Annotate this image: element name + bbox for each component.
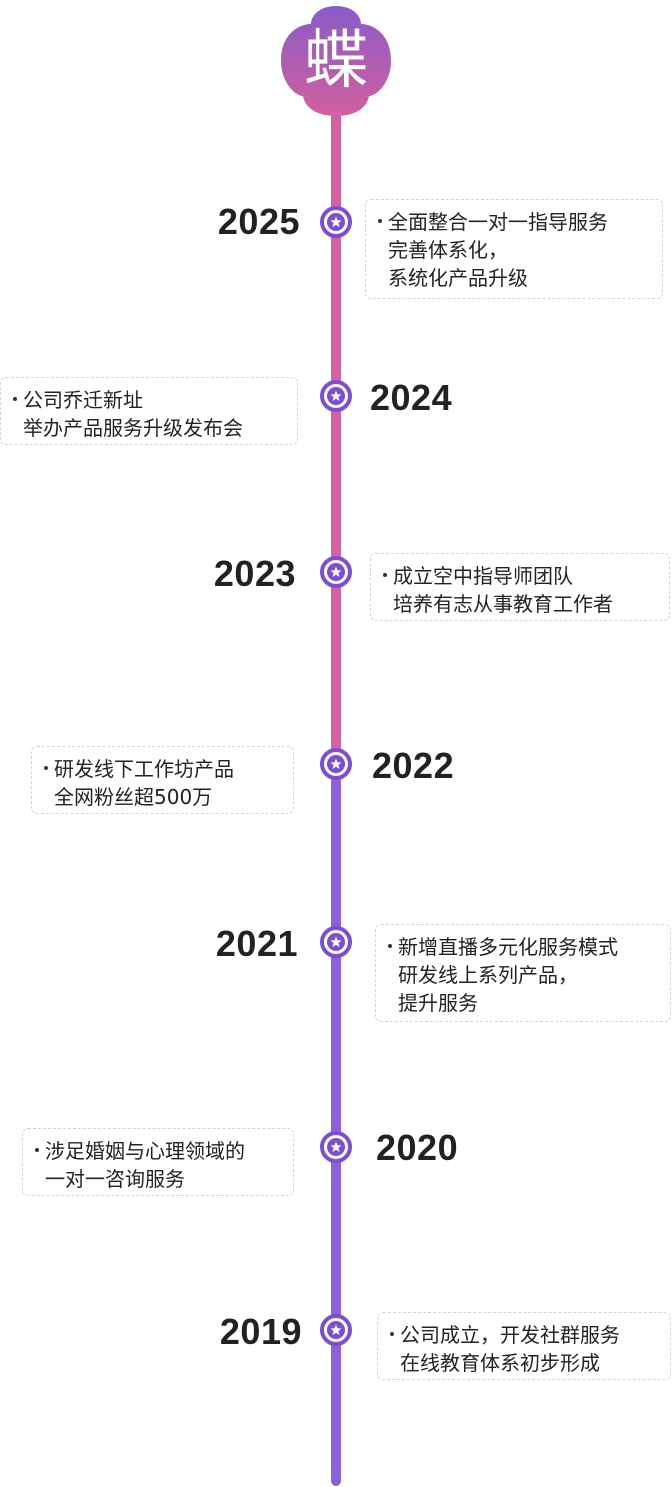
timeline-node-star-icon <box>320 748 352 780</box>
timeline-node-star-icon <box>320 926 352 958</box>
timeline-year: 2021 <box>215 923 298 964</box>
logo-character: 蝶 <box>304 24 368 98</box>
timeline-node-star-icon <box>320 1314 352 1346</box>
card-line: 一对一咨询服务 <box>45 1167 185 1191</box>
timeline-node-star-icon <box>320 380 352 412</box>
card-line: 系统化产品升级 <box>388 266 528 290</box>
card-line: 研发线上系列产品， <box>398 963 578 987</box>
timeline-card: 公司乔迁新址 举办产品服务升级发布会 <box>0 377 298 445</box>
card-line: 成立空中指导师团队 <box>383 562 659 590</box>
timeline-card: 新增直播多元化服务模式 研发线上系列产品， 提升服务 <box>375 924 671 1022</box>
timeline-year: 2020 <box>376 1127 459 1168</box>
brand-logo: 蝶 <box>277 2 395 120</box>
timeline-year: 2022 <box>372 745 455 786</box>
timeline-card: 涉足婚姻与心理领域的 一对一咨询服务 <box>22 1128 294 1196</box>
card-line: 提升服务 <box>398 991 478 1015</box>
timeline-node-star-icon <box>320 1131 352 1163</box>
card-line: 公司成立，开发社群服务 <box>390 1321 660 1349</box>
logo-badge-shape <box>281 6 391 116</box>
card-line: 公司乔迁新址 <box>13 386 287 414</box>
timeline-year: 2019 <box>219 1311 302 1352</box>
card-line: 在线教育体系初步形成 <box>400 1351 600 1375</box>
card-line: 全网粉丝超500万 <box>54 785 213 809</box>
timeline-card: 成立空中指导师团队 培养有志从事教育工作者 <box>370 553 670 621</box>
timeline-year: 2025 <box>217 201 300 242</box>
timeline-card: 公司成立，开发社群服务 在线教育体系初步形成 <box>377 1312 671 1380</box>
card-line: 研发线下工作坊产品 <box>44 755 283 783</box>
card-line: 涉足婚姻与心理领域的 <box>35 1137 283 1165</box>
timeline-node-star-icon <box>320 206 352 238</box>
card-line: 全面整合一对一指导服务 <box>378 208 652 236</box>
card-line: 完善体系化， <box>388 238 508 262</box>
timeline-year: 2023 <box>213 553 296 594</box>
timeline-line-upper <box>331 112 341 784</box>
card-line: 培养有志从事教育工作者 <box>393 592 613 616</box>
timeline-card: 全面整合一对一指导服务 完善体系化， 系统化产品升级 <box>365 199 663 299</box>
timeline-card: 研发线下工作坊产品 全网粉丝超500万 <box>31 746 294 814</box>
card-line: 新增直播多元化服务模式 <box>388 933 660 961</box>
card-line: 举办产品服务升级发布会 <box>23 416 243 440</box>
timeline-node-star-icon <box>320 556 352 588</box>
timeline-year: 2024 <box>370 377 453 418</box>
